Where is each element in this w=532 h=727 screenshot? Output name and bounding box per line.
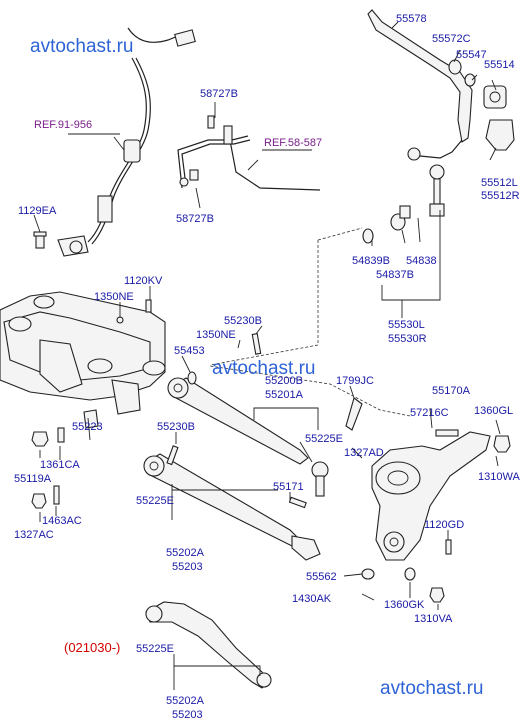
label-55562: 55562 <box>306 571 337 583</box>
bolt-55230b-b[interactable] <box>166 445 179 466</box>
nut-1310va[interactable] <box>429 587 445 603</box>
watermark-middle: avtochast.ru <box>212 358 316 379</box>
label-58727b-top: 58727B <box>200 88 238 100</box>
bolt-1120gd[interactable] <box>445 539 452 555</box>
stabilizer-bar[interactable] <box>367 9 473 159</box>
label-55547: 55547 <box>456 49 487 61</box>
label-55225e-a: 55225E <box>305 433 343 445</box>
rear-crossmember[interactable] <box>0 291 166 429</box>
bolt-1120kv[interactable] <box>145 299 152 313</box>
label-1360gk: 1360GK <box>384 599 425 611</box>
label-55202a-a: 55202A <box>166 547 205 559</box>
date-note: (021030-) <box>64 640 120 655</box>
label-55530r: 55530R <box>388 333 427 345</box>
label-1120kv: 1120KV <box>124 275 163 287</box>
ref-58-587[interactable]: REF.58-587 <box>264 137 322 149</box>
label-1327ad: 1327AD <box>344 447 384 459</box>
label-1360gl: 1360GL <box>474 405 513 417</box>
ref-91-956[interactable]: REF.91-956 <box>34 119 92 131</box>
label-55578: 55578 <box>396 13 427 25</box>
label-55225e-c: 55225E <box>136 643 174 655</box>
label-55223: 55223 <box>72 421 103 433</box>
label-55230b-b: 55230B <box>157 421 195 433</box>
bolt-1463ac[interactable] <box>53 485 60 505</box>
bolt-1361ca[interactable] <box>57 427 65 443</box>
label-55512r: 55512R <box>481 190 520 202</box>
label-55200b: 55200B <box>265 375 303 387</box>
pin-1430ak[interactable] <box>361 593 375 601</box>
bolt-57216c[interactable] <box>435 429 459 437</box>
label-1310wa: 1310WA <box>478 471 520 483</box>
bushing-55562[interactable] <box>361 568 375 580</box>
label-1310va: 1310VA <box>414 613 453 625</box>
label-55170a: 55170A <box>432 385 471 397</box>
label-1361ca: 1361CA <box>40 459 80 471</box>
bushing-clamp[interactable] <box>485 119 515 151</box>
label-55202a-b: 55202A <box>166 695 205 707</box>
link-bushings[interactable] <box>362 205 411 244</box>
stabilizer-bushing[interactable] <box>483 85 507 109</box>
label-54837b: 54837B <box>376 269 414 281</box>
watermark-top: avtochast.ru <box>30 36 134 57</box>
label-1463ac: 1463AC <box>42 515 82 527</box>
label-55512l: 55512L <box>481 177 518 189</box>
bolt-55171[interactable] <box>288 496 307 509</box>
clamp-ring[interactable] <box>448 59 476 87</box>
rear-knuckle[interactable] <box>371 431 491 561</box>
label-1129ea: 1129EA <box>18 205 57 217</box>
label-55225e-b: 55225E <box>136 495 174 507</box>
label-54839b: 54839B <box>352 255 390 267</box>
label-55201a: 55201A <box>265 389 304 401</box>
ball-joint-55225e[interactable] <box>311 461 329 497</box>
label-1327ac: 1327AC <box>14 529 54 541</box>
label-57216c: 57216C <box>410 407 449 419</box>
label-55171: 55171 <box>273 481 304 493</box>
label-55453: 55453 <box>174 345 205 357</box>
nut-1360gl[interactable] <box>493 435 511 453</box>
label-58727b-bot: 58727B <box>176 213 214 225</box>
upper-arm-55200b[interactable] <box>167 377 309 465</box>
watermark-bottom: avtochast.ru <box>380 678 484 699</box>
label-1120gd: 1120GD <box>424 519 464 531</box>
label-1350ne-a: 1350NE <box>94 291 134 303</box>
part-labels: 55578 55572C 55547 55514 55512L 55512R 5… <box>14 13 520 721</box>
bolt-55230b-a[interactable] <box>251 332 262 355</box>
label-1350ne-b: 1350NE <box>196 329 236 341</box>
nut-1327ac[interactable] <box>31 493 47 509</box>
lower-arm-55202a[interactable] <box>143 453 321 561</box>
lower-arm-alt-021030[interactable] <box>145 601 272 689</box>
label-1799jc: 1799JC <box>336 375 374 387</box>
label-55514: 55514 <box>484 59 515 71</box>
washer-55453[interactable] <box>187 371 197 385</box>
label-55230b-a: 55230B <box>224 315 262 327</box>
stabilizer-link[interactable] <box>407 147 445 217</box>
bolt-1129ea[interactable] <box>33 231 47 249</box>
label-1430ak: 1430AK <box>292 593 332 605</box>
label-54838: 54838 <box>406 255 437 267</box>
label-55572c: 55572C <box>432 33 471 45</box>
label-55203-b: 55203 <box>172 709 203 721</box>
nut-55119a[interactable] <box>31 431 49 447</box>
label-55203-a: 55203 <box>172 561 203 573</box>
link-1799jc[interactable] <box>345 397 363 431</box>
washer-1360gk[interactable] <box>404 567 416 581</box>
label-55119a: 55119A <box>14 473 52 485</box>
label-55530l: 55530L <box>388 319 425 331</box>
abs-sensor-cable[interactable] <box>57 27 196 257</box>
brake-hose[interactable] <box>177 115 321 191</box>
